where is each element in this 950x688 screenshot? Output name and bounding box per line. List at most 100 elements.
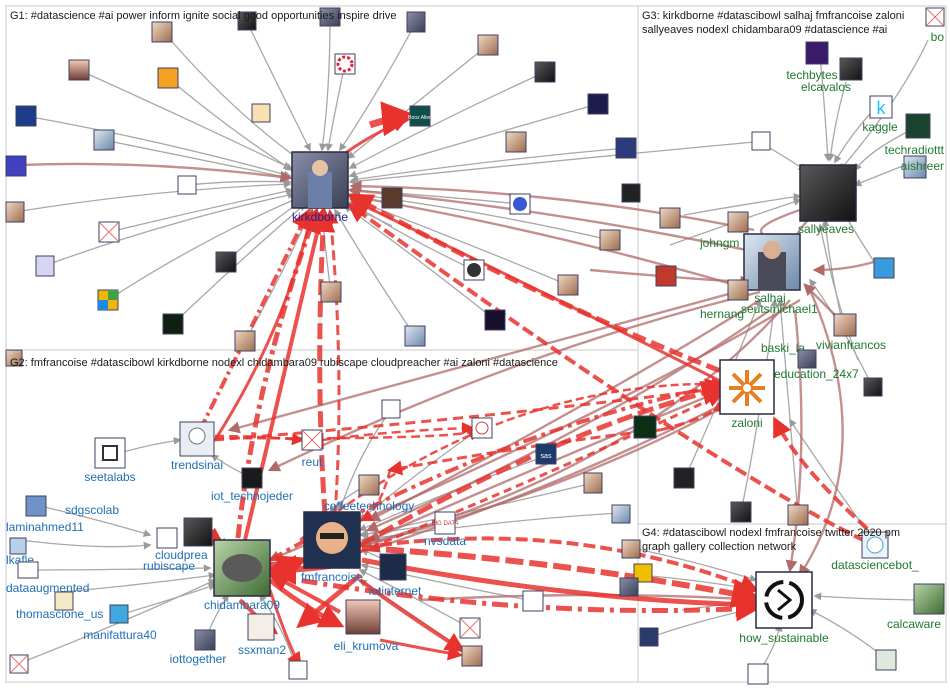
- rainbow-logo-icon[interactable]: [334, 53, 356, 75]
- sallyeaves-node[interactable]: sallyeaves: [798, 164, 857, 236]
- avatar-node[interactable]: [611, 504, 631, 524]
- avatar-node[interactable]: [251, 103, 271, 123]
- avatar-node[interactable]: [659, 207, 681, 229]
- avatar-node[interactable]: [587, 93, 609, 115]
- avatar-node[interactable]: [484, 309, 506, 331]
- avatar-node[interactable]: [406, 11, 426, 33]
- avatar-node[interactable]: [751, 131, 771, 151]
- avatar-node[interactable]: [505, 131, 527, 153]
- avatar-node[interactable]: [461, 645, 483, 667]
- avatar-node[interactable]: [673, 467, 695, 489]
- avatar-node[interactable]: [727, 279, 749, 301]
- bo-node[interactable]: bo: [925, 7, 945, 44]
- avatar-node[interactable]: [157, 67, 179, 89]
- avatar-node[interactable]: [522, 590, 544, 612]
- avatar-node[interactable]: [875, 649, 897, 671]
- avatar-node[interactable]: [477, 34, 499, 56]
- salhaj-node[interactable]: salhaj: [743, 233, 801, 305]
- calcaware-label: calcaware: [887, 617, 941, 631]
- avatar-node[interactable]: [557, 274, 579, 296]
- avatar-node[interactable]: [639, 627, 659, 647]
- iotinternet-node[interactable]: iotinternet: [369, 553, 422, 598]
- dataaugmented-node[interactable]: dataaugmented: [6, 561, 89, 595]
- zaloni-node[interactable]: zaloni: [719, 359, 775, 430]
- avatar-node[interactable]: [381, 399, 401, 419]
- reut-node[interactable]: reut: [301, 429, 323, 469]
- avatar-node[interactable]: [747, 663, 769, 685]
- kirkdborne-node[interactable]: kirkdborne: [291, 151, 349, 224]
- booz-allen-logo[interactable]: Booz Allen: [408, 105, 432, 127]
- thomasclone-node[interactable]: thomasclone_us: [16, 591, 103, 621]
- avatar-node[interactable]: [68, 59, 90, 81]
- svg-text:k: k: [877, 98, 887, 118]
- aishreer-node[interactable]: aishreer: [901, 155, 944, 179]
- avatar-node[interactable]: [863, 377, 883, 397]
- avatar-node[interactable]: [5, 349, 23, 367]
- avatar-node[interactable]: [162, 313, 184, 335]
- avatar-node[interactable]: [787, 504, 809, 526]
- chidambara09-node[interactable]: chidambara09: [204, 539, 280, 612]
- sdgscolab-node[interactable]: sdgscolab: [25, 495, 119, 517]
- chidambara09-label: chidambara09: [204, 598, 280, 612]
- cloudpreacher-label: cloudprea: [155, 548, 208, 562]
- bo-label: bo: [931, 30, 945, 44]
- eli-krumova-node[interactable]: eli_krumova: [334, 599, 399, 653]
- avatar-node[interactable]: [35, 255, 55, 277]
- manifattura40-node[interactable]: manifattura40: [83, 604, 157, 642]
- avatar-node[interactable]: [288, 660, 308, 680]
- avatar-node[interactable]: [404, 325, 426, 347]
- iottogether-node[interactable]: iottogether: [170, 629, 227, 666]
- avatar-node[interactable]: [177, 175, 197, 195]
- kaggle-node[interactable]: k kaggle: [862, 95, 898, 134]
- iot-technojeder-node[interactable]: iot_technojeder: [211, 467, 293, 503]
- johngm-node[interactable]: johngm: [699, 211, 749, 250]
- how-sustainable-node[interactable]: how_sustainable: [739, 571, 829, 645]
- un-logo-icon[interactable]: [873, 257, 895, 279]
- trendsinai-node[interactable]: trendsinai: [171, 421, 223, 472]
- fmfrancoise-node[interactable]: fmfrancoise: [301, 511, 363, 584]
- g3-title-line1: G3: kirkdborne #datascibowl salhaj fmfra…: [642, 10, 904, 22]
- sas-logo[interactable]: sas: [535, 443, 557, 465]
- avatar-node[interactable]: [93, 129, 115, 151]
- avatar-node[interactable]: [319, 7, 341, 27]
- avatar-node[interactable]: [534, 61, 556, 83]
- seutsmichael1-node[interactable]: seutsmichael1: [741, 302, 818, 316]
- laminahmed11-node[interactable]: laminahmed11: [6, 520, 84, 534]
- calcaware-node[interactable]: calcaware: [887, 583, 945, 631]
- avatar-node[interactable]: [599, 229, 621, 251]
- avatar-node[interactable]: [320, 281, 342, 303]
- avatar-node[interactable]: [471, 417, 493, 439]
- avatar-node[interactable]: [619, 577, 639, 597]
- avatar-node[interactable]: [381, 187, 403, 209]
- avatar-node[interactable]: [583, 472, 603, 494]
- hernang-node[interactable]: hernang: [700, 307, 744, 321]
- avatar-node[interactable]: [15, 105, 37, 127]
- techbytes-node[interactable]: techbytes: [786, 41, 838, 82]
- avatar-node[interactable]: [730, 501, 752, 523]
- big-data-logo[interactable]: BIG DATA nvsdata: [424, 511, 466, 548]
- avatar-node[interactable]: [633, 415, 657, 439]
- svg-text:sas: sas: [541, 453, 552, 460]
- avatar-node[interactable]: [237, 11, 257, 31]
- coffeetechnology-node[interactable]: coffeetechnology: [324, 474, 415, 513]
- avatar-node[interactable]: [5, 201, 25, 223]
- vivianfrancos-node[interactable]: vivianfrancos: [816, 313, 886, 352]
- avatar-node[interactable]: [5, 155, 27, 177]
- avatar-node[interactable]: [151, 21, 173, 43]
- education-24x7-node[interactable]: education_24x7: [774, 349, 859, 381]
- avatar-node[interactable]: [621, 183, 641, 203]
- cloudpreacher-node[interactable]: cloudprea rubiscape: [143, 517, 213, 573]
- datasciencebot-node[interactable]: datasciencebot_: [831, 531, 919, 572]
- avatar-node[interactable]: [621, 539, 641, 559]
- gray-edges: [14, 17, 931, 677]
- techradiottt-node[interactable]: techradiottt: [885, 113, 945, 157]
- elcavalos-node[interactable]: elcavalos: [801, 57, 863, 94]
- avatar-node[interactable]: [655, 265, 677, 287]
- baski-node[interactable]: baski_la: [761, 341, 805, 355]
- avatar-node[interactable]: [615, 137, 637, 159]
- ssxman2-node[interactable]: ssxman2: [238, 613, 286, 657]
- seetalabs-node[interactable]: seetalabs: [84, 437, 136, 484]
- avatar-node[interactable]: [234, 330, 256, 352]
- avatar-node[interactable]: [97, 289, 119, 311]
- avatar-node[interactable]: [215, 251, 237, 273]
